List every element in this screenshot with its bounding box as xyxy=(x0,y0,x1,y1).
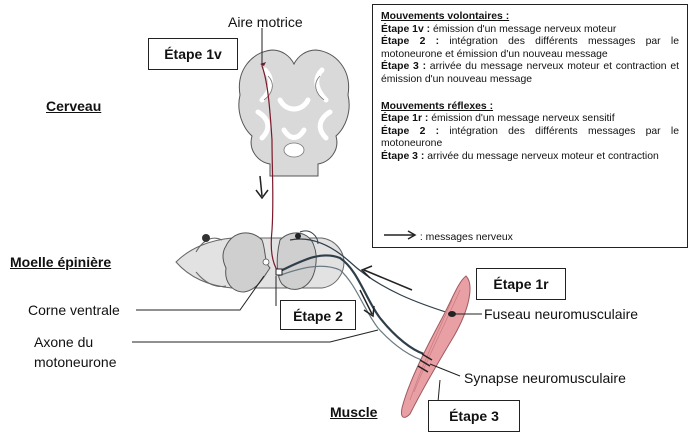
legend-reflex-step-1r: Étape 1r : émission d'un message nerveux… xyxy=(381,113,615,125)
label-corne-ventrale: Corne ventrale xyxy=(28,302,120,318)
legend-reflex-step-3: Étape 3 : arrivée du message nerveux mot… xyxy=(381,150,659,162)
legend-reflex-title: Mouvements réflexes : xyxy=(381,100,494,112)
legend-key-label: : messages nerveux xyxy=(419,232,513,244)
step-1v-box: Étape 1v xyxy=(148,38,238,70)
legend-box: Mouvements volontaires : Étape 1v : émis… xyxy=(372,4,688,248)
step-1r-box: Étape 1r xyxy=(476,268,566,300)
label-axone-line1: Axone du xyxy=(34,334,94,350)
legend-voluntary-step-3: Étape 3 : arrivée du message nerveux mot… xyxy=(381,61,679,85)
label-synapse: Synapse neuromusculaire xyxy=(464,370,626,386)
step-3-box: Étape 3 xyxy=(428,400,520,432)
step-2-box: Étape 2 xyxy=(280,300,356,330)
legend-key: : messages nerveux xyxy=(383,230,513,245)
label-cerveau: Cerveau xyxy=(46,98,102,114)
muscle xyxy=(401,275,471,418)
arrow-icon xyxy=(383,230,417,245)
legend-voluntary-step-2: Étape 2 : intégration des différents mes… xyxy=(381,36,679,60)
legend-voluntary-title: Mouvements volontaires : xyxy=(381,11,510,22)
spinal-cord xyxy=(175,232,345,293)
voluntary-pathway xyxy=(255,62,279,273)
label-fuseau: Fuseau neuromusculaire xyxy=(484,306,639,322)
pointer-lines xyxy=(132,28,482,403)
legend-voluntary-step-1v: Étape 1v : émission d'un message nerveux… xyxy=(381,23,617,35)
peripheral-nerves xyxy=(275,230,453,363)
legend-reflex-step-2: Étape 2 : intégration des différents mes… xyxy=(381,125,679,150)
label-aire-motrice: Aire motrice xyxy=(228,14,303,30)
brain-section xyxy=(238,49,350,177)
label-axone-line2: motoneurone xyxy=(34,354,117,370)
label-muscle: Muscle xyxy=(330,404,378,420)
label-moelle-epiniere: Moelle épinière xyxy=(10,254,112,270)
